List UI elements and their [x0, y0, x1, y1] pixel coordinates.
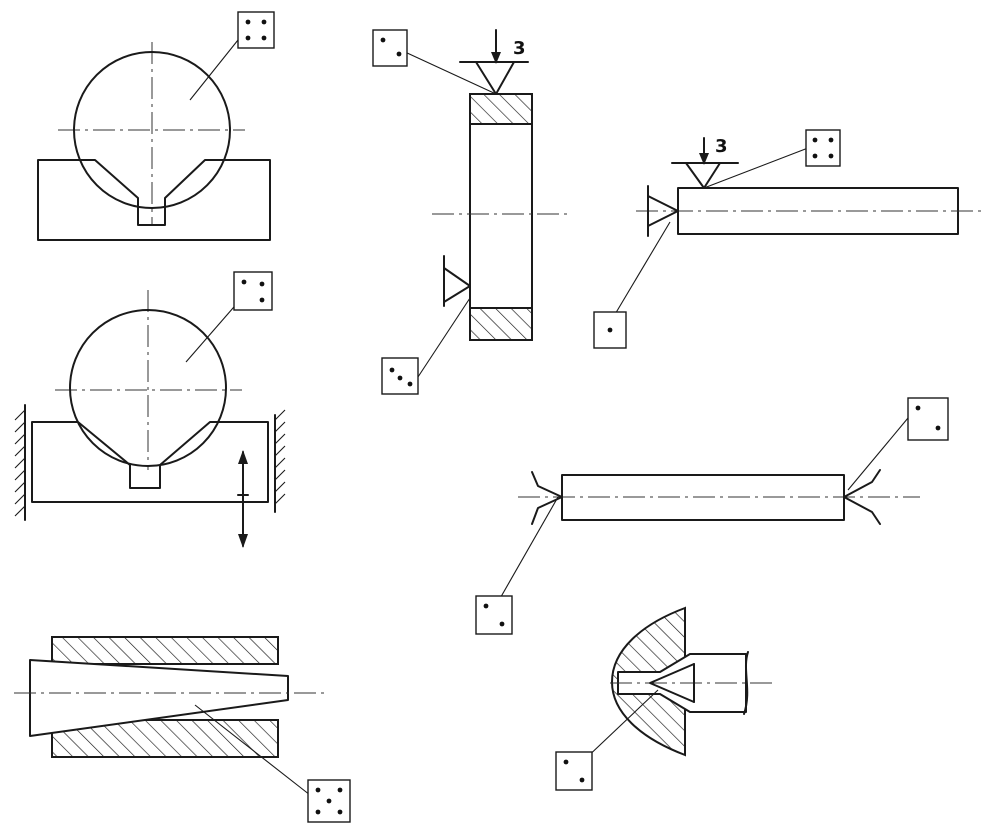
- v-block: [31, 421, 269, 503]
- bore-lower-wall: [51, 719, 279, 758]
- left-wall-hatch: [14, 409, 26, 517]
- dice-two-right: [907, 397, 949, 441]
- dice-one-left: [593, 311, 627, 349]
- end-support-mark: [647, 185, 679, 237]
- leader-line-top: [404, 51, 497, 95]
- side-support-mark: [443, 255, 471, 307]
- shaft-break-line: [743, 651, 749, 715]
- figure-tapered-shaft-in-bore: [14, 636, 351, 823]
- figure-ball-in-movable-v-block: [14, 271, 286, 548]
- leader-line: [189, 39, 239, 101]
- ring-body: [469, 93, 533, 341]
- dice-two: [555, 751, 593, 791]
- figure-shaft-between-centers: [475, 397, 949, 635]
- support-label: 3: [513, 38, 526, 59]
- right-wall-hatch: [274, 409, 286, 505]
- left-center-mark: [531, 471, 563, 525]
- ring-lower-section: [469, 307, 533, 341]
- figure-shaft-in-center-hole: [555, 606, 772, 791]
- leader-line: [581, 689, 659, 763]
- tapered-shaft: [29, 659, 289, 737]
- dice-five: [307, 779, 351, 823]
- dice-four: [237, 11, 275, 49]
- figure-ring-with-support: 3: [372, 29, 570, 395]
- dice-two-top: [372, 29, 408, 67]
- v-block: [37, 159, 271, 241]
- dice-four-top: [805, 129, 841, 167]
- dice-two-left: [475, 595, 513, 635]
- figure-shaft-with-end-support: 3: [593, 129, 982, 349]
- top-support-mark: 3: [671, 136, 739, 189]
- movement-arrow: [237, 450, 249, 548]
- leader-line: [185, 299, 241, 363]
- leader-line-right: [847, 417, 909, 491]
- leader-line: [194, 704, 311, 796]
- center-mark: [649, 663, 695, 703]
- leader-line-left: [613, 221, 671, 317]
- leader-line-top: [703, 147, 809, 189]
- dice-three-bottom: [381, 357, 419, 395]
- dice-three: [233, 271, 273, 311]
- leader-line-left: [497, 496, 559, 603]
- support-label: 3: [715, 136, 728, 157]
- ring-upper-section: [469, 93, 533, 125]
- top-support-mark: 3: [459, 29, 529, 95]
- right-center-mark: [843, 469, 881, 525]
- leader-line-bottom: [415, 297, 471, 381]
- ball: [69, 309, 227, 467]
- ball: [73, 51, 231, 209]
- figure-ball-in-v-block: [37, 11, 275, 241]
- bore-upper-wall: [51, 636, 279, 665]
